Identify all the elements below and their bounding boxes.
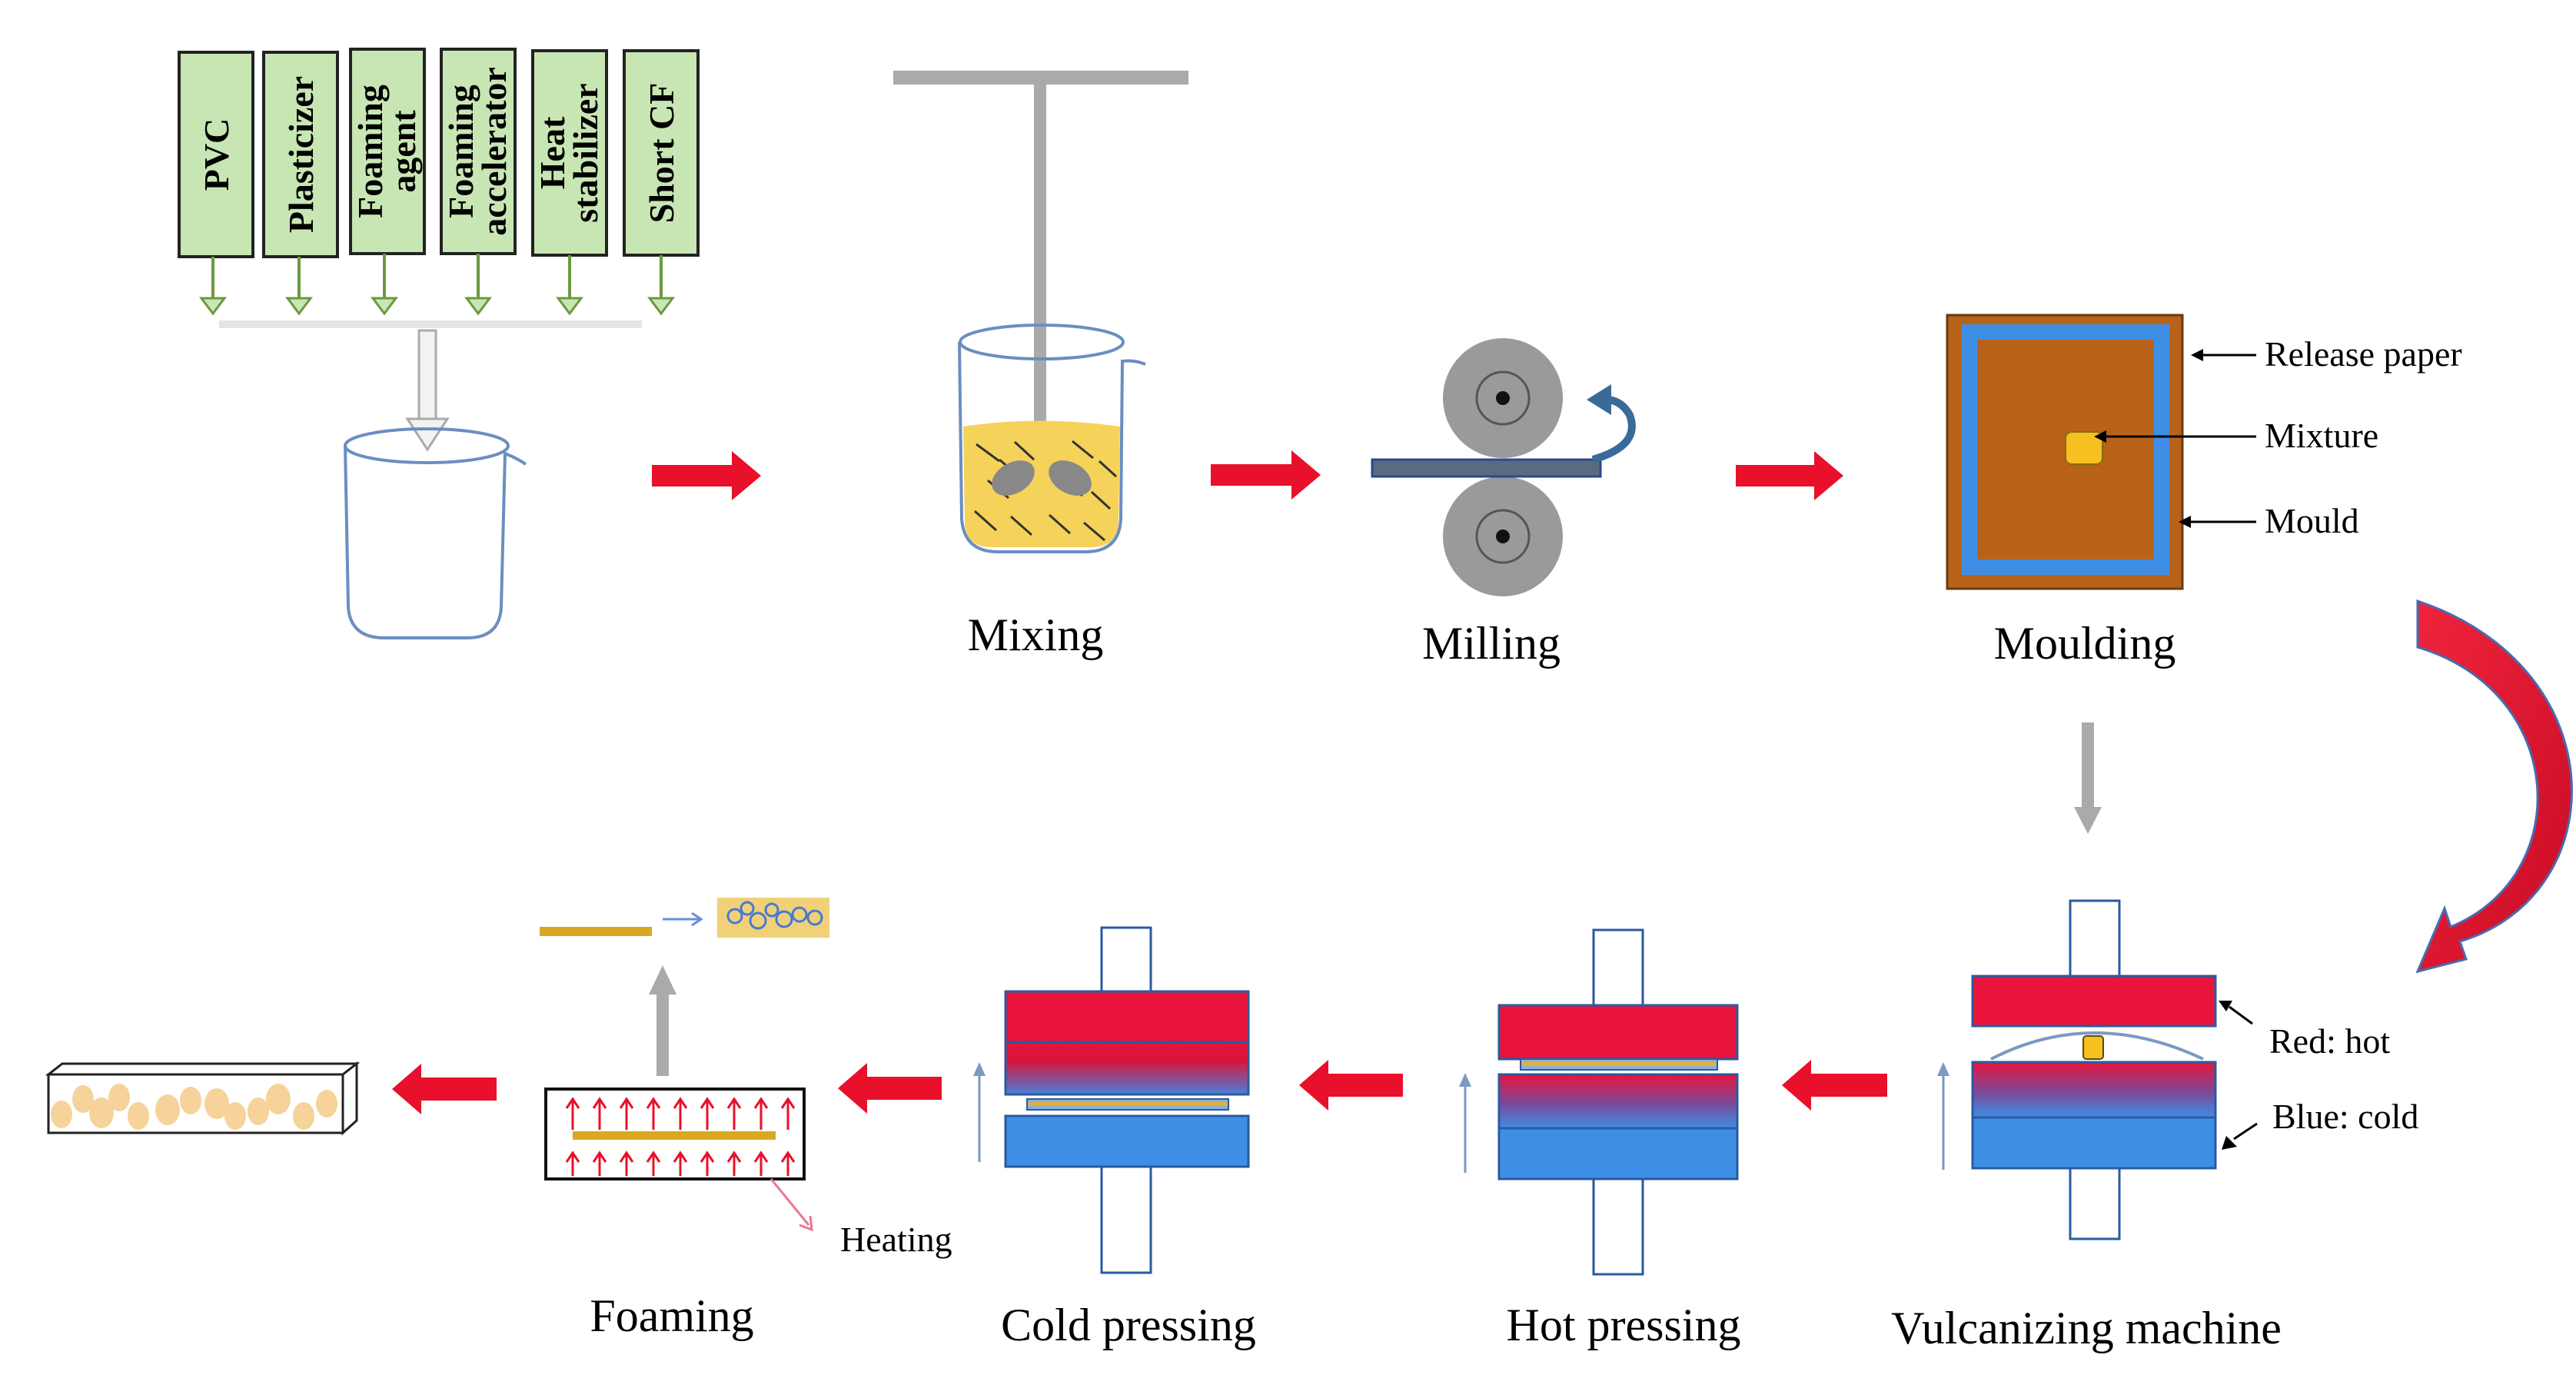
ingredient-label: Heat xyxy=(533,116,572,189)
rotation-arrow xyxy=(1591,396,1636,463)
flow-arrow-left xyxy=(1782,1060,1887,1111)
step-label-mixing: Mixing xyxy=(968,609,1104,660)
label-hot: Red: hot xyxy=(2219,1001,2390,1061)
foaming-step: Heating Foaming xyxy=(540,898,952,1341)
mixing-step: Mixing xyxy=(893,71,1188,660)
ingredient-label: Foaming xyxy=(351,85,390,218)
ingredient-label: stabilizer xyxy=(566,83,605,222)
mixing-beaker xyxy=(958,341,1146,553)
lower-shaft xyxy=(1592,1177,1644,1276)
label-mixture: Mixture xyxy=(2094,416,2378,455)
foam-cells xyxy=(51,1084,337,1130)
mould-sample xyxy=(2082,1035,2104,1060)
sample-sheet xyxy=(573,1131,776,1140)
ingredient-hoppers: PVC Plasticizer Foaming agent Foaming ac… xyxy=(178,48,700,452)
cold-label: Blue: cold xyxy=(2272,1097,2418,1136)
upper-shaft xyxy=(2069,899,2121,979)
unfoamed-sheet xyxy=(540,927,652,936)
ingredient-heat-stabilizer: Heat stabilizer xyxy=(531,49,608,316)
ingredient-label: Foaming xyxy=(441,85,480,218)
lower-shaft xyxy=(1100,1165,1152,1274)
upper-platen-hot xyxy=(1004,990,1250,1044)
heat-arrows-upper xyxy=(571,1101,789,1130)
ingredient-label: Short CF xyxy=(642,83,681,224)
upper-shaft xyxy=(1592,928,1644,1007)
heat-arrows-lower xyxy=(571,1154,789,1176)
moulding-step: Moulding Release paper Mixture Mould xyxy=(1946,314,2462,669)
release-film xyxy=(1990,1031,2204,1061)
foamed-product xyxy=(45,1061,361,1136)
upper-platen-hot xyxy=(1971,975,2217,1028)
mixture-fill xyxy=(963,420,1120,547)
upper-platen-hot xyxy=(1497,1004,1739,1061)
ingredient-short-cf: Short CF xyxy=(623,49,700,316)
heat-arrow-heads xyxy=(565,1097,796,1163)
ingredient-label: Plasticizer xyxy=(281,76,321,233)
flow-arrow-right xyxy=(652,451,761,500)
foaming-up-arrow xyxy=(649,965,676,1076)
stirrer-blade xyxy=(992,460,1035,496)
feed-arrow xyxy=(405,329,450,452)
lower-platen-cold xyxy=(1004,1114,1250,1168)
step-label-hot-pressing: Hot pressing xyxy=(1507,1300,1741,1350)
flow-arrow-right xyxy=(1211,450,1321,500)
ingredient-pvc: PVC xyxy=(178,51,254,316)
empty-beaker xyxy=(344,427,527,639)
ingredient-plasticizer: Plasticizer xyxy=(262,51,339,316)
sample-sheet xyxy=(1029,1102,1227,1106)
flow-arrow-left xyxy=(392,1064,497,1114)
upper-platen-gradient xyxy=(1004,1041,1250,1096)
mixture-label: Mixture xyxy=(2265,416,2378,455)
upper-roller xyxy=(1443,338,1563,458)
collector-bar xyxy=(219,320,642,328)
upper-shaft xyxy=(1100,926,1152,995)
stirrer-bar xyxy=(893,71,1188,85)
beaker-rim xyxy=(959,324,1125,360)
ingredient-label: PVC xyxy=(197,118,236,191)
ingredient-foaming-agent: Foaming agent xyxy=(349,48,426,316)
curved-arrow xyxy=(2415,599,2573,974)
lower-roller xyxy=(1443,477,1563,596)
lower-platen-cold xyxy=(1971,1116,2217,1170)
hot-label: Red: hot xyxy=(2269,1021,2390,1061)
mould-frame xyxy=(1962,324,2169,575)
step-label-cold-pressing: Cold pressing xyxy=(1001,1300,1256,1350)
foamed-sheet xyxy=(717,898,829,938)
flow-arrows xyxy=(392,450,1887,1114)
label-cold: Blue: cold xyxy=(2222,1097,2418,1150)
milling-step: Milling xyxy=(1371,338,1636,669)
ingredient-label: agent xyxy=(384,110,423,193)
stirrer-shaft xyxy=(1034,85,1046,484)
label-mould: Mould xyxy=(2179,501,2359,540)
step-label-moulding: Moulding xyxy=(1994,618,2176,669)
ingredient-foaming-accelerator: Foaming accelerator xyxy=(440,48,517,316)
step-label-vulcanizing: Vulcanizing machine xyxy=(1891,1303,2282,1353)
release-paper-label: Release paper xyxy=(2265,334,2462,374)
down-arrow xyxy=(2074,722,2102,834)
step-label-milling: Milling xyxy=(1422,618,1561,669)
sample-sheet xyxy=(1522,1062,1716,1066)
step-label-foaming: Foaming xyxy=(590,1290,753,1341)
lower-platen-gradient xyxy=(1971,1061,2217,1119)
hot-pressing-step: Hot pressing xyxy=(1459,928,1741,1350)
label-release-paper: Release paper xyxy=(2191,334,2462,374)
milled-sheet xyxy=(1371,458,1602,478)
lower-platen-gradient xyxy=(1497,1073,1739,1130)
vulcanizing-step: Vulcanizing machine Red: hot Blue: cold xyxy=(1891,899,2418,1353)
mixture-sample xyxy=(2065,431,2103,465)
flow-arrow-left xyxy=(1299,1060,1403,1111)
flow-arrow-right xyxy=(1736,451,1843,500)
ingredient-label: accelerator xyxy=(474,67,514,236)
lower-shaft xyxy=(2069,1167,2121,1240)
cold-pressing-step: Cold pressing xyxy=(973,926,1256,1350)
heating-pointer xyxy=(769,1178,813,1232)
lower-platen-cold xyxy=(1497,1127,1739,1180)
transform-arrow xyxy=(663,912,703,927)
stirrer-blade xyxy=(1049,460,1092,496)
mould-label: Mould xyxy=(2265,501,2359,540)
heating-label: Heating xyxy=(840,1220,952,1259)
flow-arrow-left xyxy=(838,1063,942,1114)
